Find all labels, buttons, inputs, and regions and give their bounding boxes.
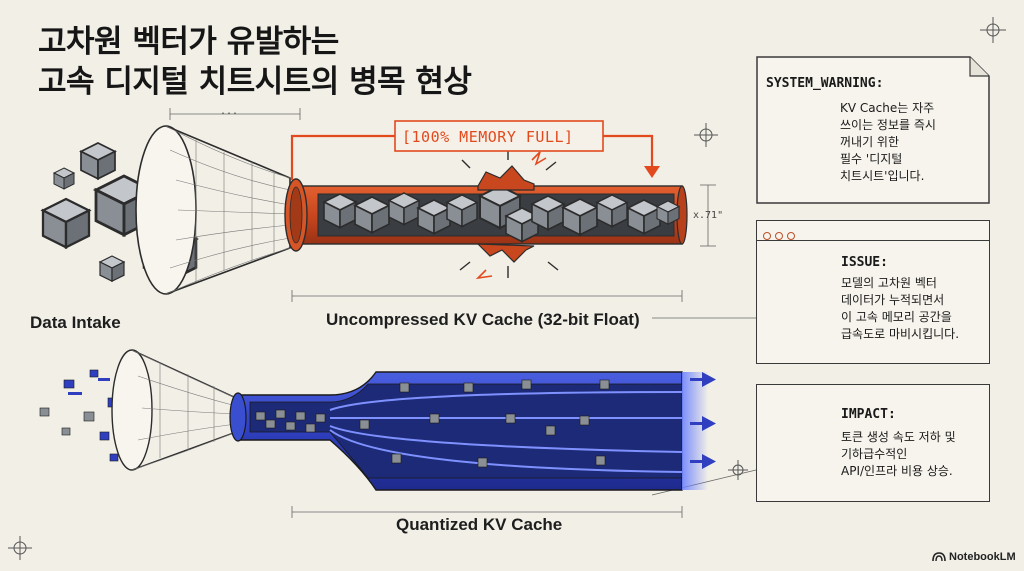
issue-line: 데이터가 누적되면서 — [841, 293, 945, 307]
page-title: 고차원 벡터가 유발하는 고속 디지털 치트시트의 병목 현상 — [38, 22, 472, 102]
impact-line: API/인프라 비용 상승. — [841, 464, 953, 478]
crosshair-icon — [694, 123, 718, 147]
impact-heading: IMPACT: — [841, 407, 896, 422]
warning-line: 쓰이는 정보를 즉시 — [840, 118, 936, 132]
crosshair-icon — [980, 17, 1006, 43]
dimension-label: x.71" — [693, 210, 724, 221]
data-intake-label: Data Intake — [30, 313, 121, 332]
notebooklm-logo-icon — [932, 552, 946, 562]
window-dot-icon — [775, 232, 783, 240]
window-dot-icon — [787, 232, 795, 240]
brand-mark: NotebookLM — [932, 551, 1016, 563]
quantized-pipe — [229, 371, 708, 491]
intake-funnel-bottom — [111, 349, 237, 471]
warning-body: KV Cache는 자주 쓰이는 정보를 즉시 꺼내기 위한 필수 '디지털 치… — [840, 100, 936, 185]
window-dot-icon — [763, 232, 771, 240]
memory-full-callout — [290, 120, 660, 180]
ellipsis-label: ... — [220, 106, 239, 117]
impact-card: IMPACT: 토큰 생성 속도 저하 및 기하급수적인 API/인프라 비용 … — [756, 384, 990, 502]
issue-body: 모델의 고차원 벡터 데이터가 누적되면서 이 고속 메모리 공간을 급속도로 … — [841, 275, 959, 343]
impact-body: 토큰 생성 속도 저하 및 기하급수적인 API/인프라 비용 상승. — [841, 429, 956, 480]
uncompressed-pipe — [284, 150, 688, 280]
issue-line: 이 고속 메모리 공간을 — [841, 310, 952, 324]
issue-card: ISSUE: 모델의 고차원 벡터 데이터가 누적되면서 이 고속 메모리 공간… — [756, 220, 990, 364]
intake-funnel-top — [135, 125, 291, 295]
crosshair-icon — [728, 460, 748, 480]
impact-line: 토큰 생성 속도 저하 및 — [841, 430, 956, 444]
flow-arrows — [690, 372, 716, 469]
warning-line: KV Cache는 자주 — [840, 101, 935, 115]
title-line-1: 고차원 벡터가 유발하는 — [38, 24, 339, 60]
issue-line: 모델의 고차원 벡터 — [841, 276, 937, 290]
title-line-2: 고속 디지털 치트시트의 병목 현상 — [38, 64, 472, 100]
dimension-lines — [169, 108, 757, 518]
warning-line: 필수 '디지털 — [840, 152, 903, 166]
issue-heading: ISSUE: — [841, 255, 888, 270]
system-warning-card: SYSTEM_WARNING: KV Cache는 자주 쓰이는 정보를 즉시 … — [756, 56, 990, 204]
warning-heading: SYSTEM_WARNING: — [766, 76, 884, 91]
warning-line: 꺼내기 위한 — [840, 135, 900, 149]
window-titlebar — [757, 221, 989, 241]
memory-full-label: [100% MEMORY FULL] — [402, 128, 574, 146]
quantized-cache-label: Quantized KV Cache — [396, 515, 563, 534]
issue-line: 급속도로 마비시킵니다. — [841, 327, 960, 341]
brand-label: NotebookLM — [949, 551, 1016, 563]
warning-line: 치트시트'입니다. — [840, 169, 925, 183]
uncompressed-cache-label: Uncompressed KV Cache (32-bit Float) — [326, 310, 640, 329]
crosshair-icon — [8, 536, 32, 560]
impact-line: 기하급수적인 — [841, 447, 908, 461]
note-frame — [756, 56, 990, 204]
